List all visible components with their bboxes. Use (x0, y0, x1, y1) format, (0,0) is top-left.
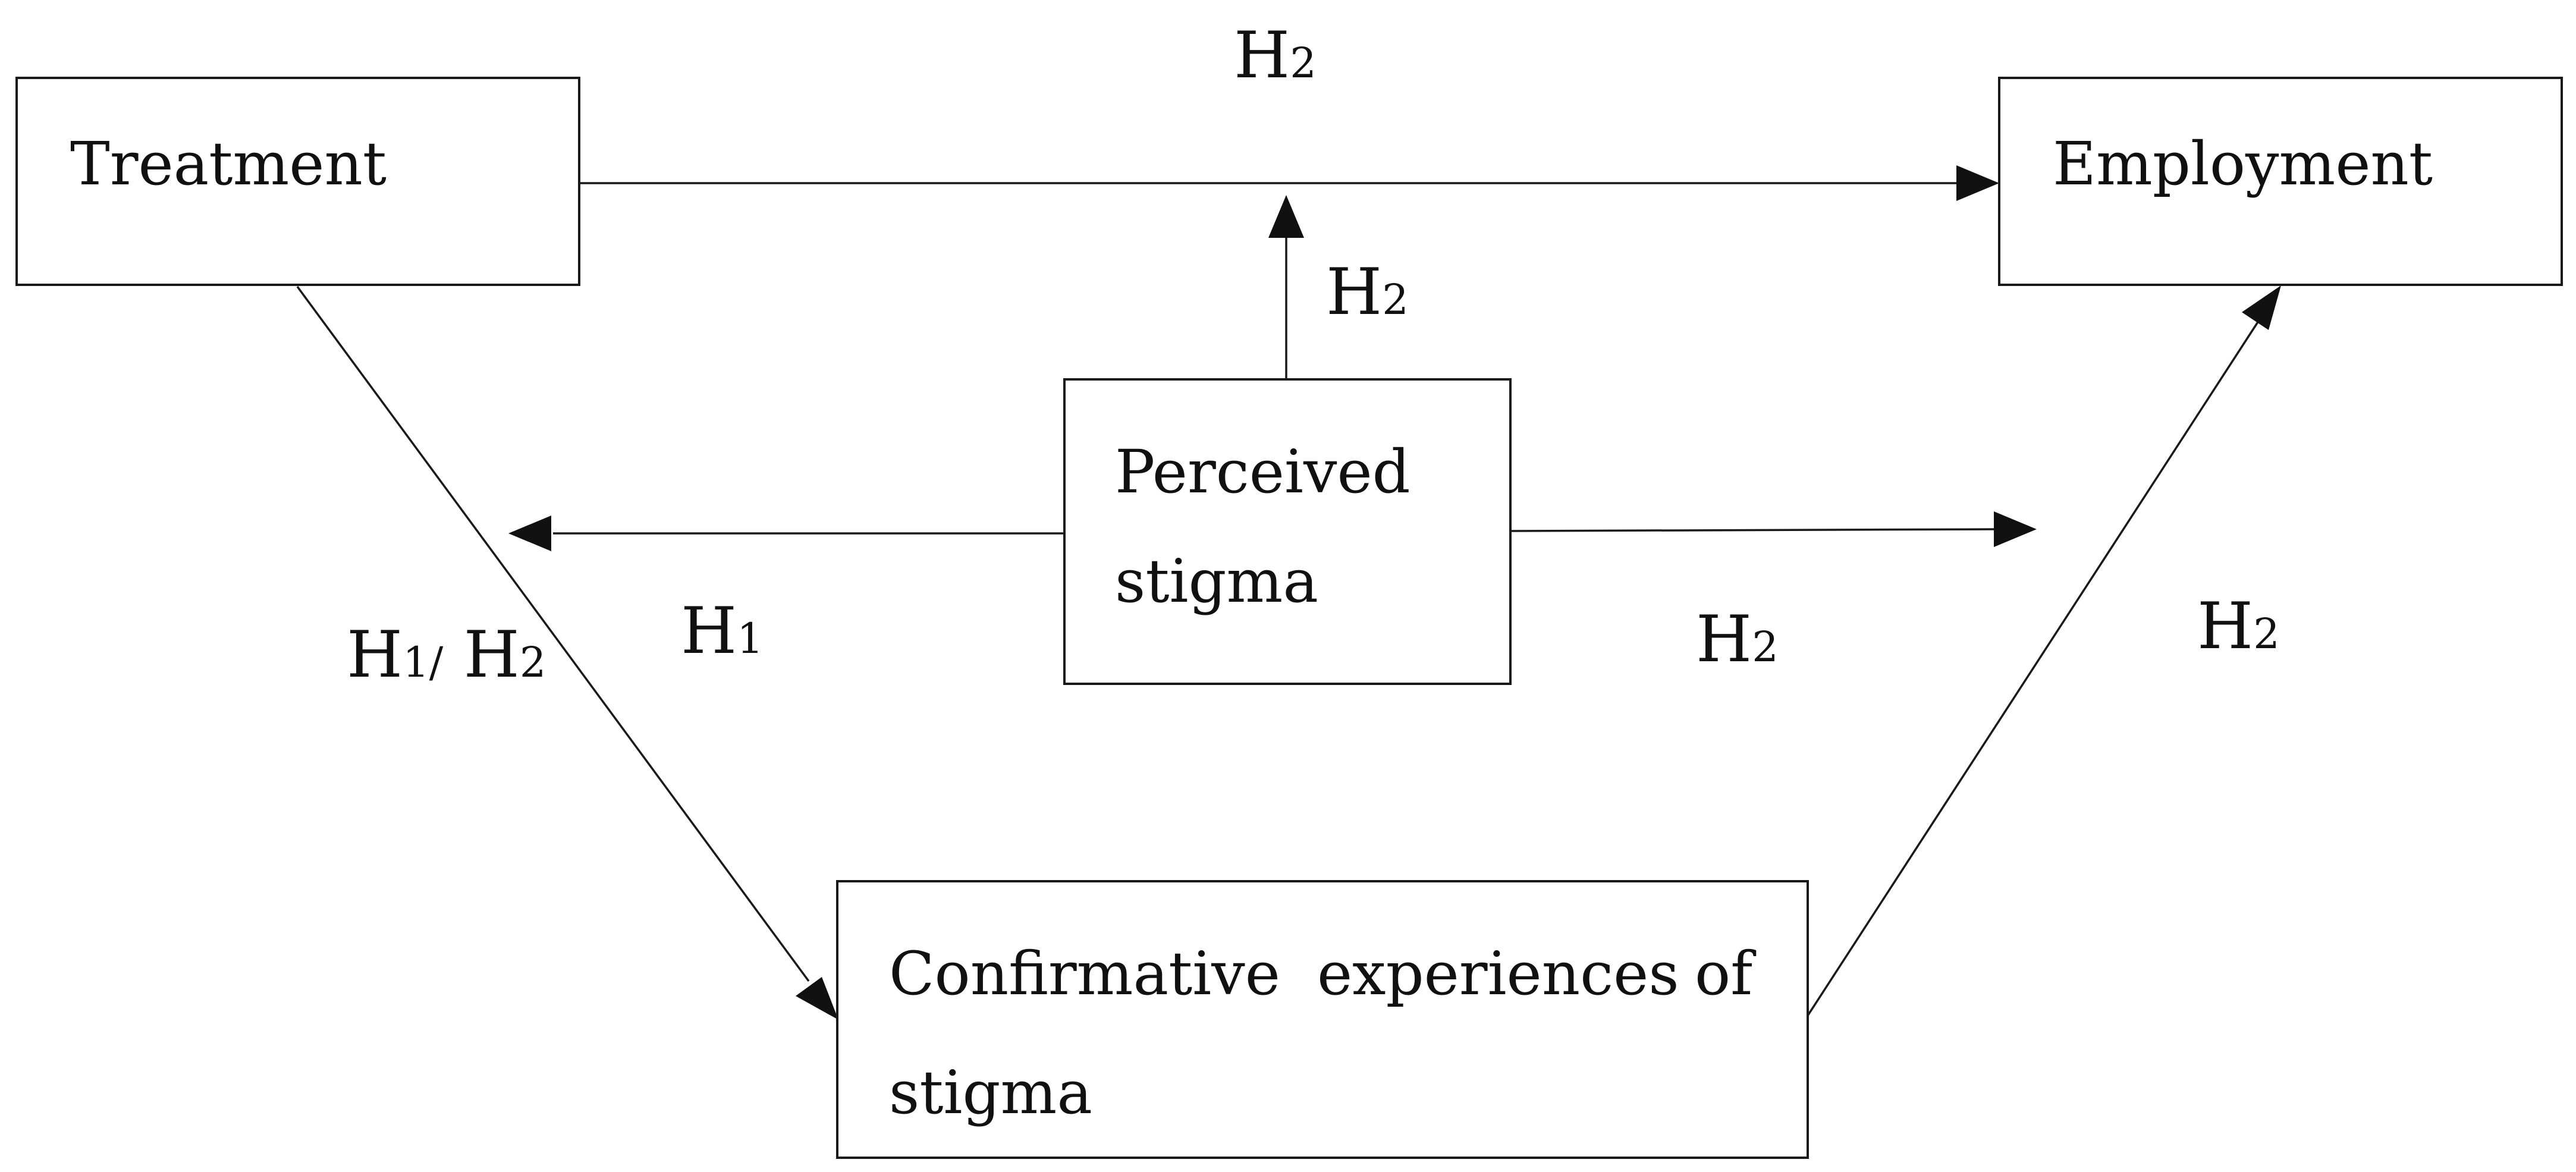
arrowhead-employment-left (1956, 165, 1999, 201)
arrowhead-moderation-up (1268, 195, 1304, 238)
confirmative-label-word3: of (1695, 939, 1757, 1008)
hypothesis-label-perceived-right: H2 (1696, 602, 1779, 677)
arrowhead-perceived-right (1994, 511, 2037, 547)
hypothesis-label-treatment-confirm: H1/ H2 (347, 618, 546, 692)
hypothesis-label-top: H2 (1234, 18, 1317, 93)
perceived-stigma-label-line2: stigma (1115, 546, 1318, 616)
treatment-label: Treatment (70, 129, 387, 199)
employment-box (1998, 77, 2563, 286)
perceived-stigma-box (1063, 378, 1512, 685)
edge-confirm-to-employment (1807, 321, 2260, 1016)
confirmative-label-line2: stigma (889, 1058, 1092, 1127)
employment-label: Employment (2053, 129, 2433, 199)
hypothesis-label-confirm-employment: H2 (2197, 589, 2280, 664)
confirmative-experiences-box (836, 880, 1809, 1159)
edge-perceived-right (1510, 528, 1996, 532)
confirmative-label-word1: Confirmative (889, 939, 1280, 1008)
treatment-box (15, 77, 580, 286)
edge-treatment-to-confirm (296, 285, 810, 982)
arrowhead-perceived-left (508, 516, 551, 551)
perceived-stigma-label-line1: Perceived (1115, 437, 1410, 507)
arrowhead-employment-bottom (2242, 285, 2281, 330)
hypothesis-label-perceived-left: H1 (681, 594, 764, 668)
hypothesis-label-moderation: H2 (1326, 255, 1409, 329)
confirmative-label-word2: experiences (1317, 939, 1679, 1008)
arrowhead-confirm (796, 977, 838, 1020)
